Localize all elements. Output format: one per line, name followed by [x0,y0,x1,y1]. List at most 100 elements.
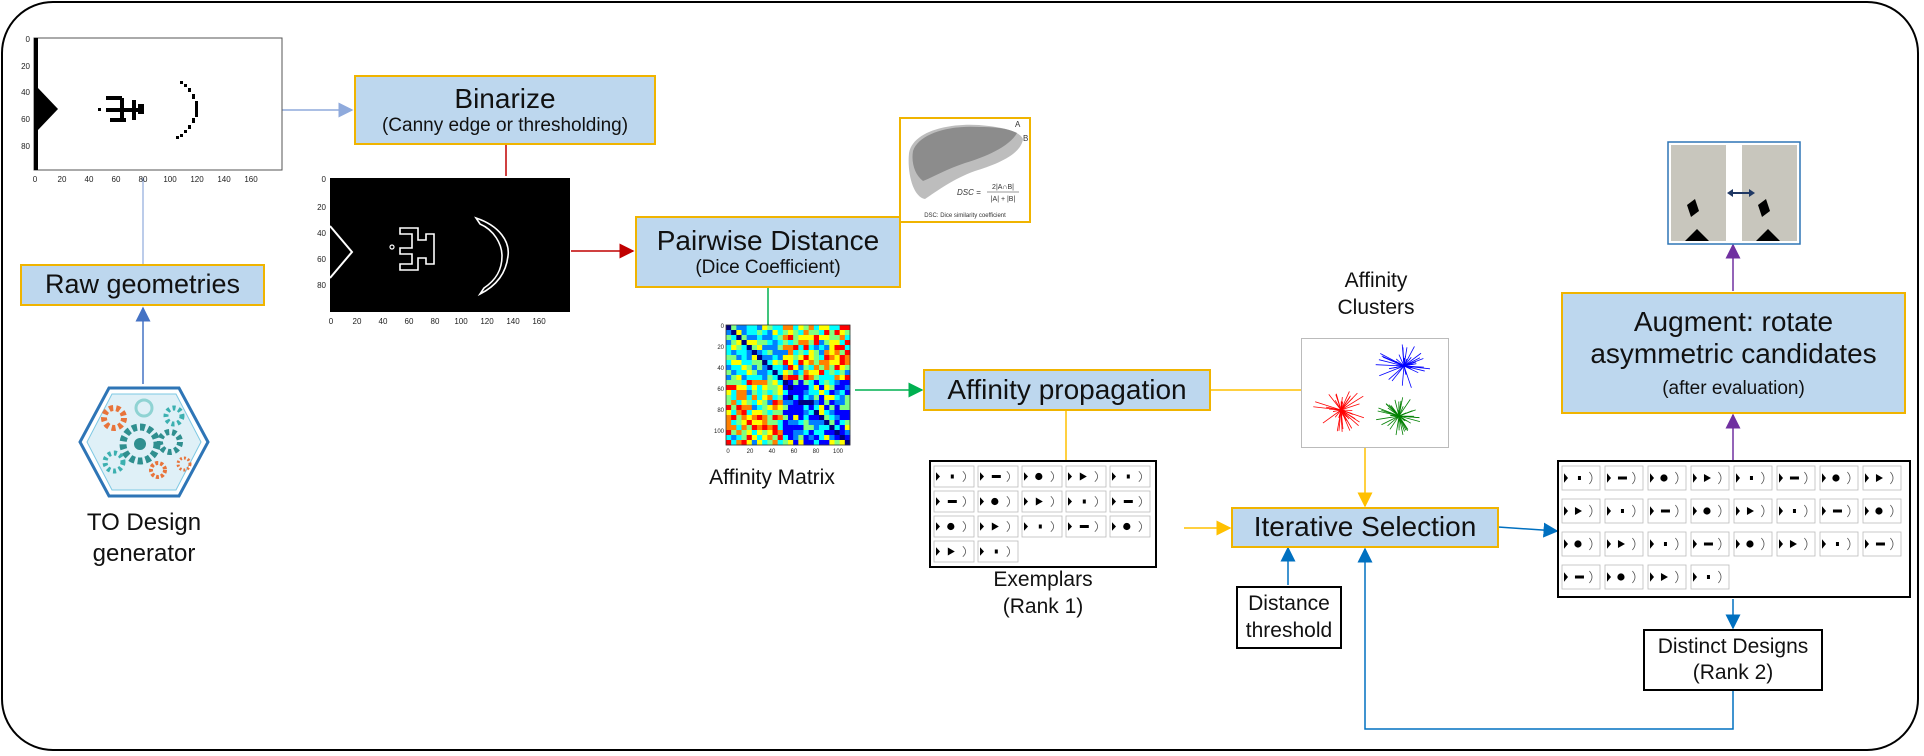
matrix-cell [746,340,753,346]
matrix-cell [788,360,794,366]
matrix-cell [782,355,789,361]
matrix-cell [782,340,789,346]
matrix-cell [746,415,753,421]
matrix-cell [746,335,753,341]
matrix-cell [726,410,732,416]
matrix-cell [824,440,830,446]
matrix-yticks: 0 20 40 60 80 100 [714,324,725,435]
matrix-cell [839,375,846,381]
matrix-cell [844,360,851,366]
matrix-cell [808,430,815,436]
matrix-cell [829,400,835,406]
raw-xtick: 140 [217,175,231,184]
matrix-cell [782,400,789,406]
raw-geometries-box: Raw geometries [20,264,265,306]
matrix-cell [813,410,820,416]
matrix-cell [803,380,809,386]
matrix-cell [813,360,820,366]
cluster-ray [1387,415,1400,427]
matrix-cell [844,345,851,351]
matrix-cell [834,355,840,361]
matrix-cell [813,375,820,381]
matrix-cell [772,395,778,401]
matrix-cell [788,400,794,406]
matrix-cell [782,405,789,411]
matrix-cell [746,385,753,391]
matrix-cell [788,435,794,441]
matrix-cell [793,345,799,351]
matrix-cell [772,430,778,436]
matrix-cell [813,390,820,396]
matrix-cell [751,415,758,421]
matrix-cell [829,425,835,431]
matrix-cell [839,355,846,361]
matrix-cell [767,440,773,446]
matrix-cell [751,390,758,396]
matrix-cell [803,375,809,381]
matrix-cell [793,360,799,366]
matrix-cell [782,360,789,366]
matrix-cell [834,340,840,346]
design-thumbnail [1776,498,1816,524]
matrix-cell [777,345,784,351]
matrix-cell [777,330,784,336]
matrix-cell [813,430,820,436]
matrix-cell [824,370,830,376]
matrix-cell [767,385,773,391]
binary-xtick: 140 [506,317,520,326]
matrix-cell [798,385,804,391]
matrix-cell [829,375,835,381]
matrix-cell [741,435,747,441]
matrix-cell [726,380,732,386]
matrix-cell [726,385,732,391]
matrix-cell [751,430,758,436]
matrix-cell [803,395,809,401]
cluster-ray [1403,358,1408,367]
matrix-cell [762,345,768,351]
matrix-cell [777,390,784,396]
matrix-cell [793,435,799,441]
matrix-cell [746,360,753,366]
matrix-cell [741,440,747,446]
affinity-matrix-caption: Affinity Matrix [709,466,835,489]
matrix-cell [819,350,825,356]
matrix-cell [736,405,742,411]
matrix-cell [808,325,815,331]
matrix-cell [772,410,778,416]
matrix-cell [777,350,784,356]
matrix-cell [839,385,846,391]
matrix-cell [751,440,758,446]
matrix-cell [798,370,804,376]
matrix-cell [839,415,846,421]
matrix-cell [782,345,789,351]
matrix-cell [844,375,851,381]
matrix-cell [736,350,742,356]
matrix-cell [803,400,809,406]
raw-xtick: 80 [139,175,148,184]
to-design-caption: TO Design generator [60,508,228,569]
matrix-cell [834,325,840,331]
matrix-cell [793,380,799,386]
matrix-cell [757,355,763,361]
cluster-ray [1389,415,1400,430]
matrix-cell [762,380,768,386]
matrix-cell [767,410,773,416]
matrix-cell [839,345,846,351]
matrix-cell [808,375,815,381]
matrix-cell [808,435,815,441]
matrix-cell [819,385,825,391]
matrix-cell [772,405,778,411]
matrix-cell [839,330,846,336]
matrix-cell [772,330,778,336]
matrix-cell [844,395,851,401]
matrix-cell [757,360,763,366]
matrix-cell [772,400,778,406]
matrix-cell [819,390,825,396]
distance-threshold-line2: threshold [1245,618,1333,642]
matrix-cell [767,335,773,341]
matrix-cell [731,345,737,351]
cluster-ray [1340,395,1351,411]
matrix-cell [824,375,830,381]
matrix-cell [777,410,784,416]
matrix-cell [757,345,763,351]
